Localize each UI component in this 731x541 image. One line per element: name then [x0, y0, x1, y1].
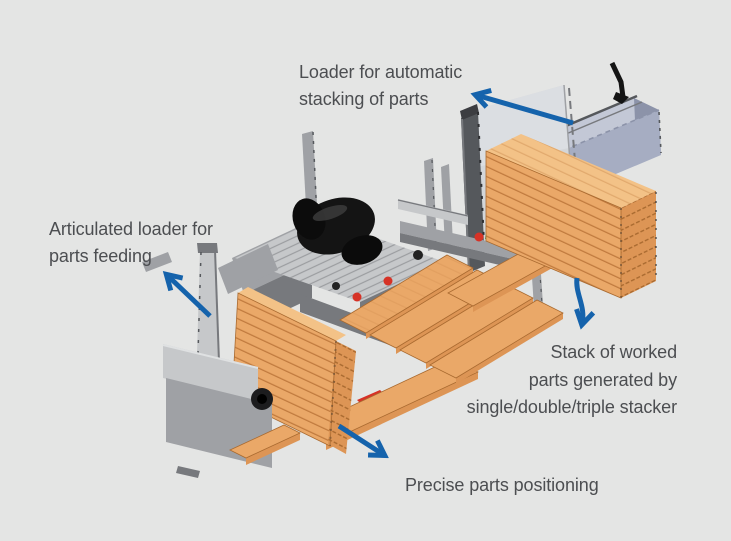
label-line: Stack of worked — [550, 342, 677, 362]
label-articulated-loader: Articulated loader for parts feeding — [49, 216, 213, 270]
label-loader-stacking: Loader for automatic stacking of parts — [299, 59, 462, 113]
label-line: Precise parts positioning — [405, 475, 599, 495]
arrow-to-stack-label — [577, 277, 583, 324]
arrow-to-loader-column — [476, 95, 574, 126]
label-precise-positioning: Precise parts positioning — [405, 472, 599, 499]
label-line: parts generated by — [528, 369, 677, 390]
red-knob — [383, 276, 393, 286]
arrow-to-positioning-label — [337, 423, 384, 455]
arrow-to-articulated-loader — [167, 275, 212, 318]
label-line: single/double/triple stacker — [466, 397, 677, 417]
label-stack-generated: Stack of worked parts generated by singl… — [467, 339, 677, 422]
motor — [292, 197, 383, 265]
label-line: Articulated loader for — [49, 219, 213, 239]
positioned-part — [229, 424, 301, 465]
label-line: Loader for automatic — [299, 62, 463, 82]
red-knob — [474, 232, 484, 242]
red-knob — [352, 292, 362, 302]
output-parts-stack — [485, 134, 657, 299]
label-line: stacking of parts — [299, 89, 429, 109]
label-line: parts feeding — [49, 246, 152, 266]
plank — [429, 299, 564, 384]
conveyor-post — [609, 61, 626, 98]
callout-arrows — [167, 95, 583, 455]
